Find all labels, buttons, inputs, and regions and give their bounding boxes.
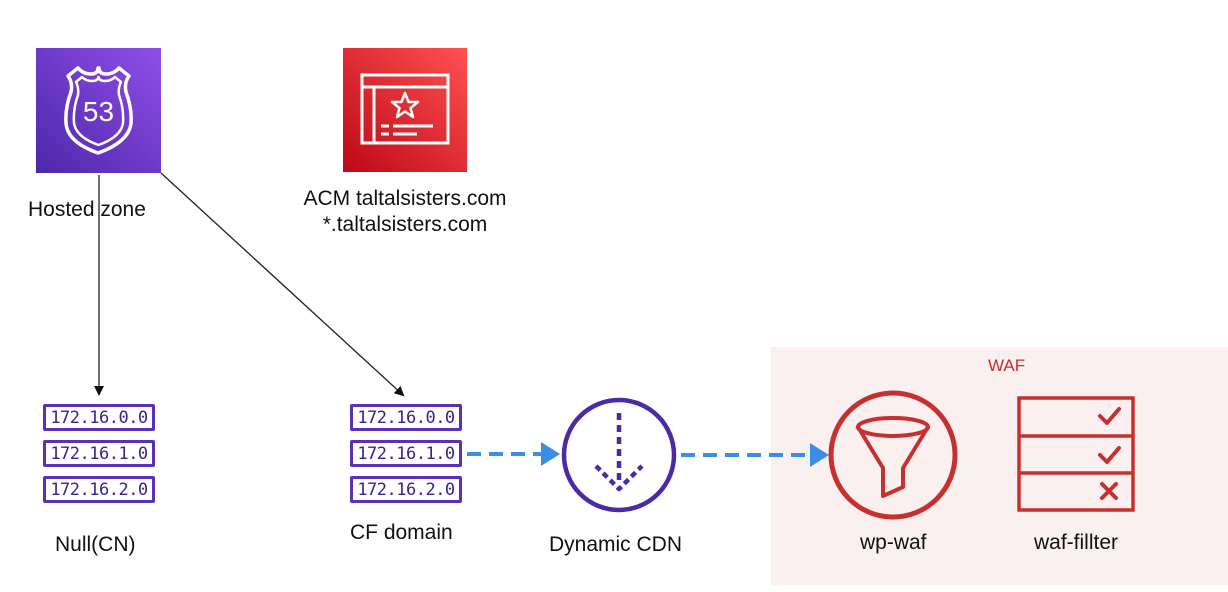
waf-group-title: WAF [988, 356, 1026, 375]
hosted-zone-label: Hosted zone [28, 198, 146, 221]
cf-domain-label: CF domain [350, 521, 453, 544]
acm-icon[interactable] [343, 48, 467, 172]
certificate-icon [360, 73, 450, 145]
acm-label: ACM taltalsisters.com *.taltalsisters.co… [280, 186, 530, 238]
route53-shield-icon: 53 [64, 66, 133, 155]
ip-address-icon: 172.16.0.0 [43, 404, 155, 431]
ip-address-icon: 172.16.2.0 [350, 476, 462, 503]
acm-label-line1: ACM taltalsisters.com [303, 187, 507, 210]
cdn-to-waf-arrowhead [810, 443, 829, 467]
null-cn-ip-stack[interactable]: 172.16.0.0 172.16.1.0 172.16.2.0 [43, 404, 155, 512]
cf-domain-ip-stack[interactable]: 172.16.0.0 172.16.1.0 172.16.2.0 [350, 404, 462, 512]
dynamic-cdn-label: Dynamic CDN [549, 533, 683, 556]
route53-icon[interactable]: 53 [36, 48, 161, 173]
waf-filter-label: waf-fillter [1034, 531, 1119, 554]
ip-address-icon: 172.16.0.0 [350, 404, 462, 431]
ip-address-icon: 172.16.1.0 [350, 440, 462, 467]
waf-group [771, 347, 1228, 585]
acm-label-line2: *.taltalsisters.com [322, 213, 488, 236]
route53-number: 53 [83, 96, 114, 127]
cf-to-cdn-arrowhead [541, 442, 560, 466]
wp-waf-label: wp-waf [860, 531, 927, 554]
ip-address-icon: 172.16.1.0 [43, 440, 155, 467]
ip-address-icon: 172.16.2.0 [43, 476, 155, 503]
null-cn-label: Null(CN) [55, 533, 136, 556]
hosted-zone-to-cf-arrow [160, 172, 405, 397]
